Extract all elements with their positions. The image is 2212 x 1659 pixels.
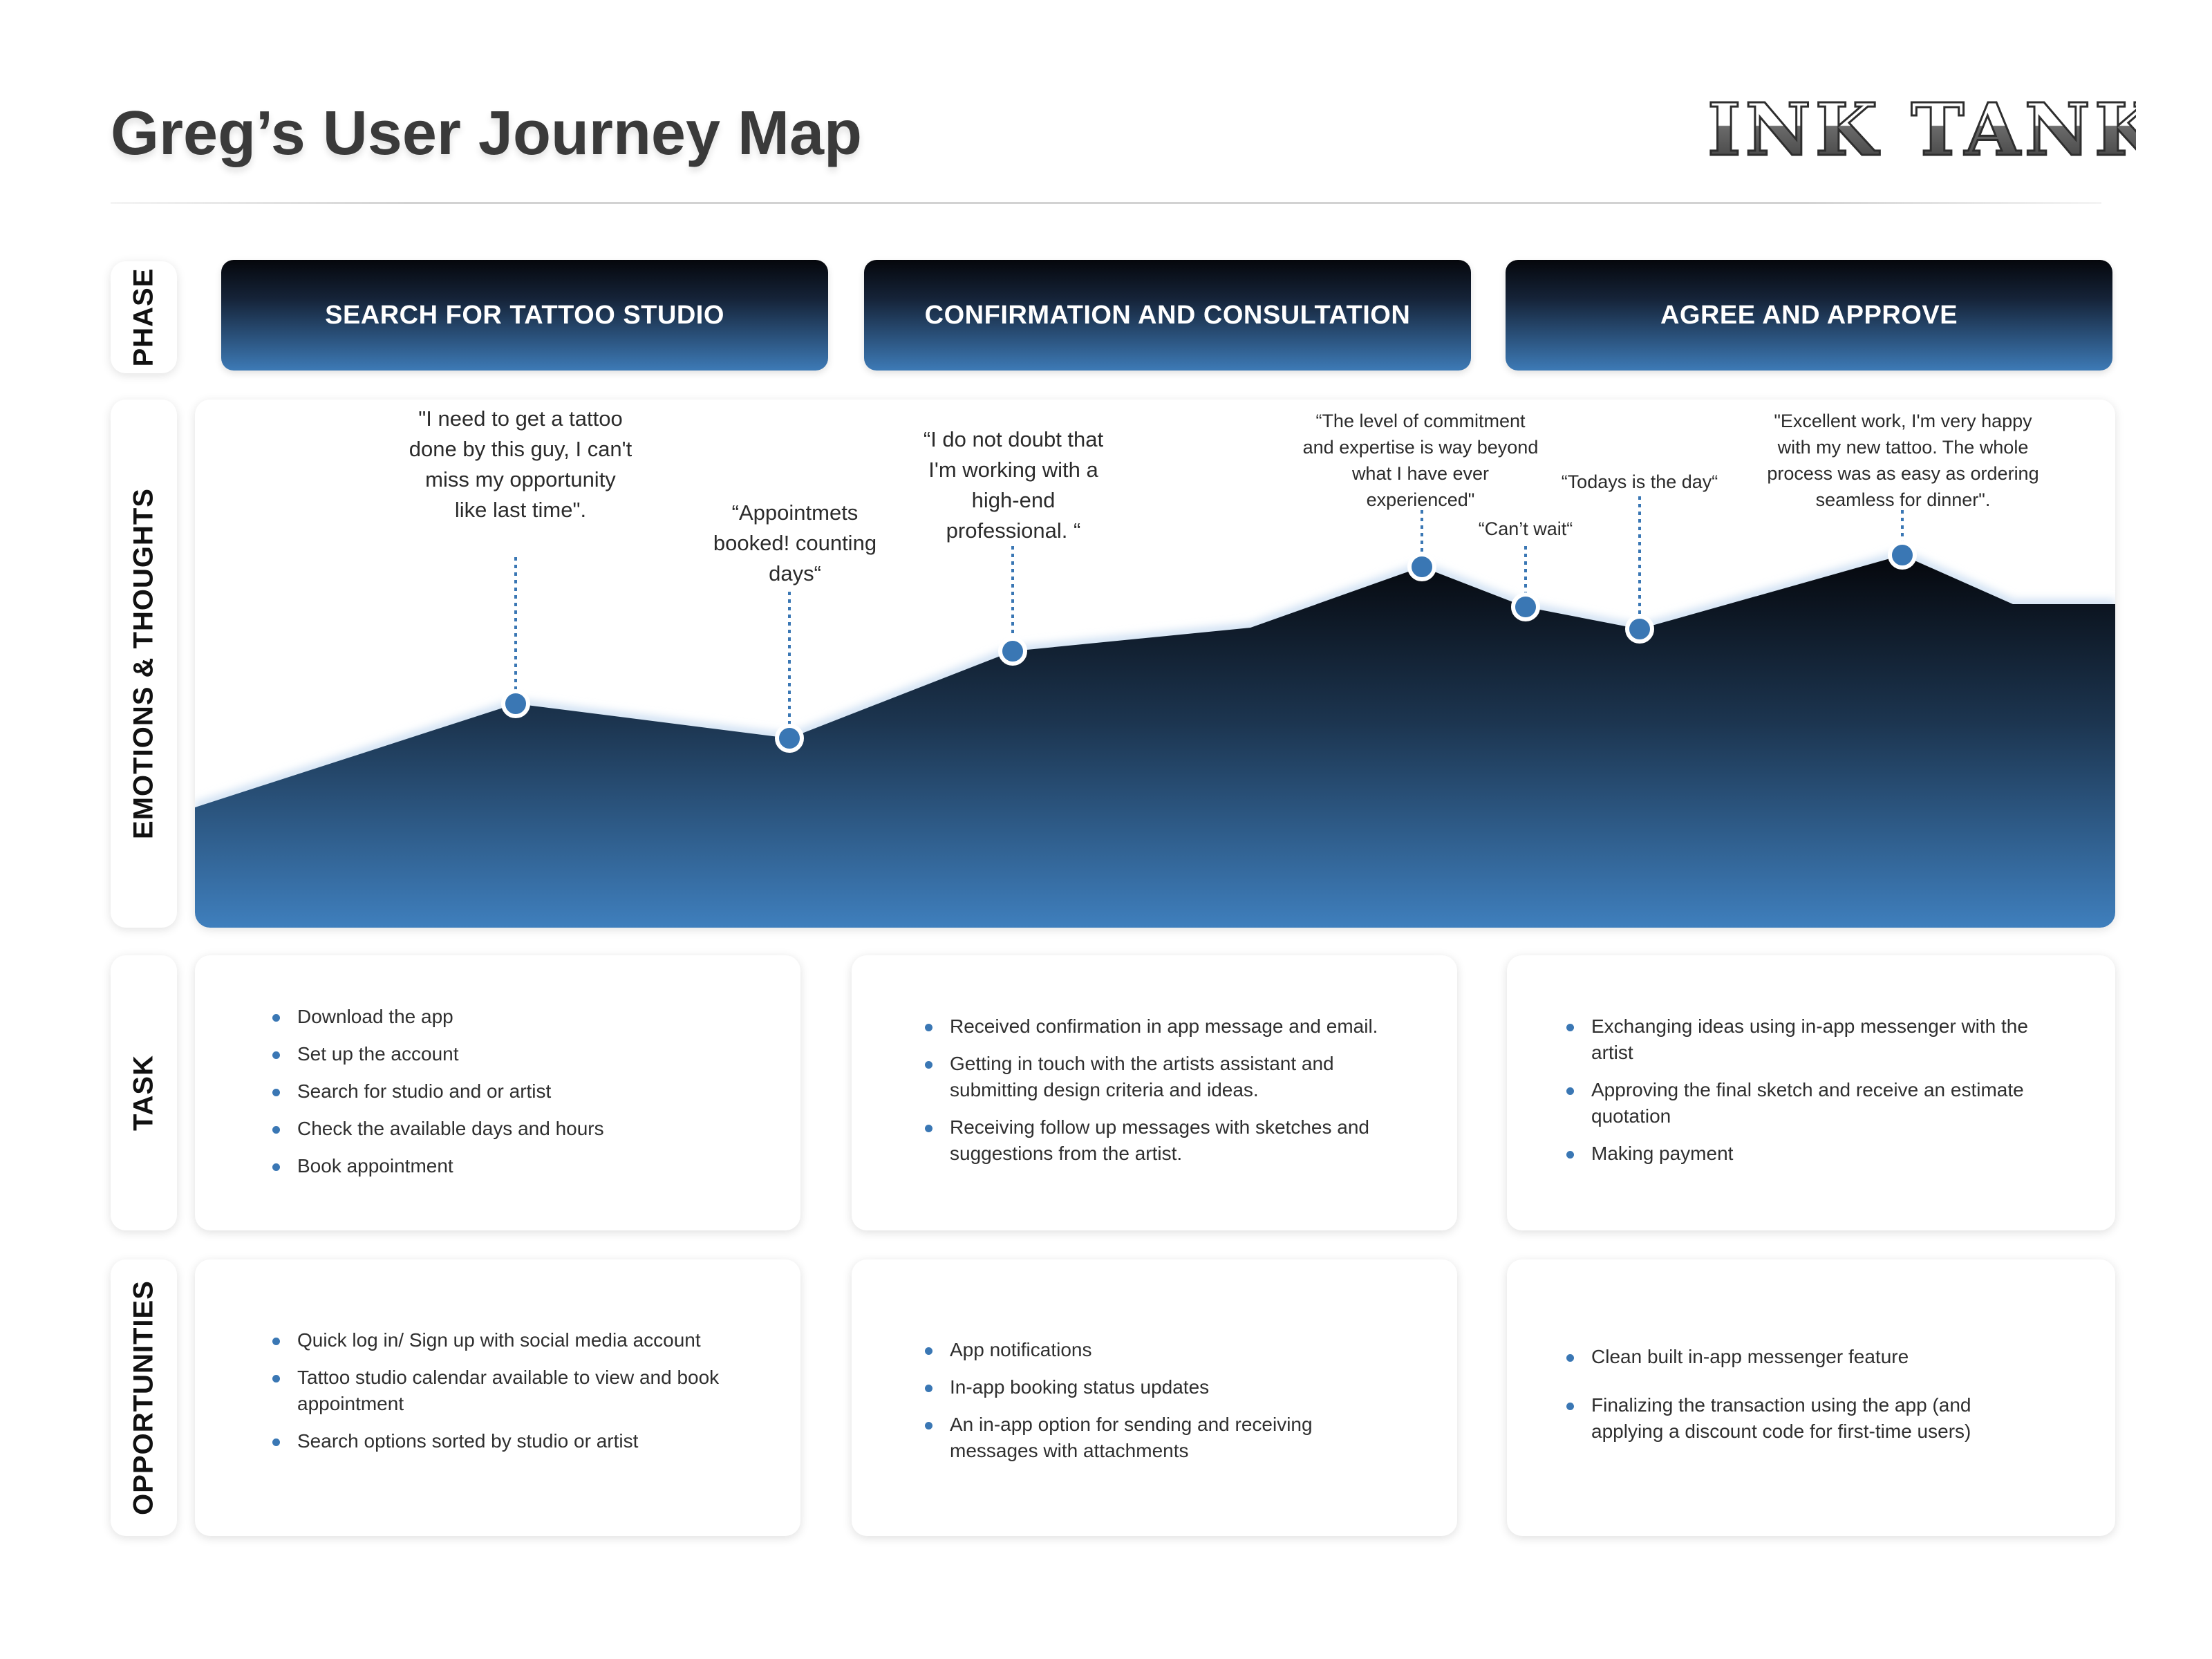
list-item: Getting in touch with the artists assist…	[911, 1051, 1395, 1103]
emotion-quote: "Excellent work, I'm very happy with my …	[1767, 411, 2039, 510]
list-item: Clean built in-app messenger feature	[1553, 1344, 2009, 1370]
list-item: Search options sorted by studio or artis…	[259, 1428, 742, 1454]
page-title: Greg’s User Journey Map	[111, 99, 863, 168]
phase-header: AGREE AND APPROVE	[1506, 260, 2112, 371]
emotion-point	[1888, 541, 1917, 570]
row-label-phase: PHASE	[111, 261, 177, 373]
list-item: Quick log in/ Sign up with social media …	[259, 1327, 742, 1353]
header-divider	[111, 202, 2101, 204]
list-item: Book appointment	[259, 1153, 770, 1179]
emotion-quote: “I do not doubt that I'm working with a …	[923, 427, 1104, 543]
list-item: Finalizing the transaction using the app…	[1553, 1392, 2009, 1445]
opportunity-card: App notifications In-app booking status …	[852, 1259, 1457, 1536]
list-item: Exchanging ideas using in-app messenger …	[1553, 1013, 2036, 1066]
opportunity-list: App notifications In-app booking status …	[911, 1337, 1353, 1464]
emotion-point	[1407, 552, 1436, 581]
list-item: Received confirmation in app message and…	[911, 1013, 1395, 1040]
emotion-quote: “The level of commitment and expertise i…	[1302, 411, 1539, 510]
emotion-curve	[195, 496, 2115, 928]
list-item: Approving the final sketch and receive a…	[1553, 1077, 2036, 1130]
row-label-emotions: EMOTIONS & THOUGHTS	[111, 400, 177, 928]
emotion-point	[998, 637, 1027, 666]
emotion-quote: “Can’t wait“	[1478, 518, 1573, 539]
emotion-point	[1625, 615, 1654, 644]
row-label-opportunities: OPPORTUNITIES	[111, 1259, 177, 1536]
emotion-area	[195, 555, 2115, 928]
task-card: Download the app Set up the account Sear…	[195, 955, 800, 1230]
list-item: In-app booking status updates	[911, 1374, 1353, 1400]
phase-header: CONFIRMATION AND CONSULTATION	[864, 260, 1471, 371]
row-label-task: TASK	[111, 955, 177, 1230]
emotion-quote: “Todays is the day“	[1561, 471, 1718, 492]
task-list: Exchanging ideas using in-app messenger …	[1553, 1013, 2036, 1167]
opportunity-card: Quick log in/ Sign up with social media …	[195, 1259, 800, 1536]
list-item: Tattoo studio calendar available to view…	[259, 1365, 742, 1417]
list-item: App notifications	[911, 1337, 1353, 1363]
emotion-quote: "I need to get a tattoo done by this guy…	[409, 406, 632, 522]
task-card: Received confirmation in app message and…	[852, 955, 1457, 1230]
emotion-quote: “Appointmets booked! counting days“	[713, 500, 877, 585]
opportunity-list: Clean built in-app messenger feature Fin…	[1553, 1344, 2009, 1445]
phase-header: SEARCH FOR TATTOO STUDIO	[221, 260, 828, 371]
list-item: An in-app option for sending and receivi…	[911, 1412, 1353, 1464]
ink-tank-logo: INK TANK	[1707, 91, 2136, 167]
opportunity-list: Quick log in/ Sign up with social media …	[259, 1327, 742, 1454]
list-item: Check the available days and hours	[259, 1116, 770, 1142]
list-item: Search for studio and or artist	[259, 1078, 770, 1105]
task-card: Exchanging ideas using in-app messenger …	[1507, 955, 2115, 1230]
emotion-point	[501, 689, 530, 718]
logo-text: INK TANK	[1707, 91, 2136, 167]
list-item: Receiving follow up messages with sketch…	[911, 1114, 1395, 1167]
task-list: Received confirmation in app message and…	[911, 1013, 1395, 1167]
task-list: Download the app Set up the account Sear…	[259, 1004, 770, 1179]
emotion-point	[775, 724, 804, 753]
list-item: Set up the account	[259, 1041, 770, 1067]
list-item: Making payment	[1553, 1141, 2036, 1167]
list-item: Download the app	[259, 1004, 770, 1030]
opportunity-card: Clean built in-app messenger feature Fin…	[1507, 1259, 2115, 1536]
emotion-point	[1511, 592, 1540, 621]
